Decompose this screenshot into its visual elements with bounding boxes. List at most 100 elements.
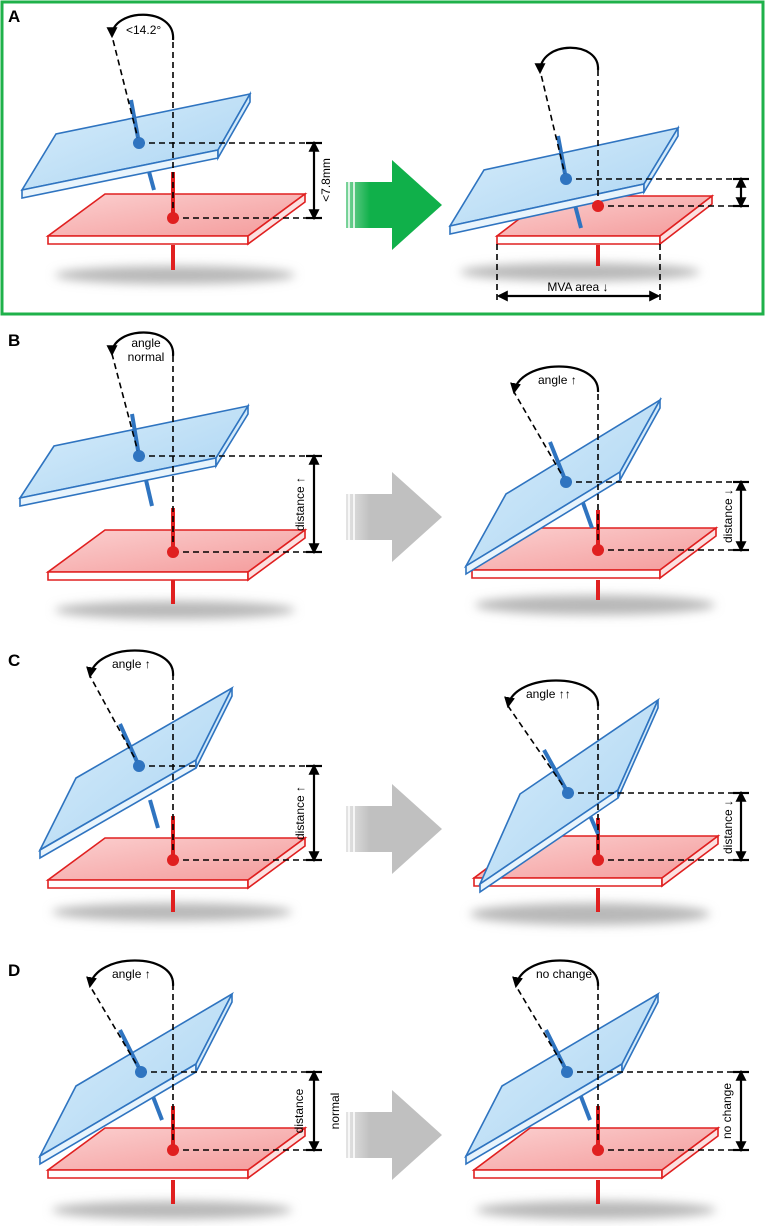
red-center-dot (167, 854, 179, 866)
blue-axis (544, 1029, 569, 1073)
shadow (470, 903, 710, 925)
panel-d-before: angle ↑ distance normal (38, 959, 342, 1219)
blue-axis (573, 204, 583, 229)
blue-center-dot (561, 1066, 573, 1078)
blue-plate-edge-side (619, 396, 661, 484)
distance-label: distance ↑ (293, 477, 307, 531)
panel-letter: A (8, 7, 20, 26)
mva-area-label: MVA area ↓ (547, 280, 608, 294)
red-plate-edge-side (659, 526, 717, 580)
blue-axis (578, 1093, 592, 1121)
shadow (475, 595, 715, 615)
red-center-dot (167, 546, 179, 558)
shadow (55, 266, 295, 284)
panel-a-before: <14.2° <7.8mm (20, 13, 333, 284)
blue-axis (542, 749, 570, 794)
blue-plate-edge-side (617, 699, 659, 799)
blue-axis (580, 499, 594, 529)
blue-center-dot (562, 787, 574, 799)
blue-center-dot (135, 1066, 147, 1078)
blue-plate-edge-side (643, 125, 679, 195)
panel-a-after: MVA area ↓ (448, 46, 749, 302)
blue-plate-edge-side (195, 993, 233, 1073)
distance-label: distance ↓ (721, 489, 735, 543)
red-plate-edge-side (247, 836, 306, 890)
angle-label-line1: angle (131, 336, 161, 350)
blue-axis (556, 135, 568, 180)
red-plate-edge-side (659, 194, 713, 246)
angle-arc (106, 13, 175, 41)
angle-arc (512, 959, 600, 989)
panel-letter: D (8, 961, 20, 980)
red-plate-edge (496, 235, 661, 245)
blue-center-dot (133, 450, 145, 462)
blue-center-dot (133, 760, 145, 772)
angle-label: angle ↑ (538, 373, 577, 387)
red-plate-edge-side (661, 834, 719, 888)
distance-label-line1: distance (292, 1088, 306, 1133)
angle-arc (106, 331, 175, 357)
panel-letter: B (8, 331, 20, 350)
transition-arrow (346, 784, 442, 874)
shadow (52, 1201, 292, 1219)
blue-axis (118, 723, 141, 767)
angle-label: <14.2° (126, 23, 161, 37)
blue-axis (129, 99, 141, 144)
red-plate-edge-side (661, 1126, 719, 1180)
angle-label: no change (536, 967, 592, 981)
transition-arrow (346, 1090, 442, 1180)
panel-c-before: angle ↑ distance ↑ (38, 649, 322, 921)
panel-a-border (0, 0, 765, 316)
transition-arrow (346, 472, 442, 562)
panel-b-after: angle ↑ distance ↓ (463, 365, 749, 615)
blue-plate-edge-side (215, 403, 249, 469)
angle-arc (510, 365, 600, 395)
blue-plate-edge-side (195, 687, 233, 769)
shadow (460, 263, 700, 281)
blue-center-dot (560, 173, 572, 185)
red-center-dot (592, 854, 604, 866)
red-center-dot (592, 1144, 604, 1156)
angle-arc (86, 959, 175, 989)
distance-label: <7.8mm (319, 158, 333, 202)
angle-arc (534, 46, 600, 75)
angle-arc (504, 679, 600, 709)
red-plate-edge (473, 1169, 663, 1179)
blue-axis (548, 441, 568, 483)
red-plate-edge (47, 571, 249, 581)
angle-arc (86, 649, 175, 679)
blue-center-dot (133, 137, 145, 149)
panel-letter: C (8, 651, 20, 670)
angle-label: angle ↑ (112, 657, 151, 671)
blue-axis (150, 1093, 164, 1121)
distance-label-line2: normal (328, 1093, 342, 1130)
blue-axis (148, 799, 160, 829)
red-plate-edge (47, 235, 249, 245)
red-plate-edge (47, 1169, 249, 1179)
red-plate-edge (473, 877, 663, 887)
blue-plate-edge-side (217, 90, 251, 162)
distance-label: no change (720, 1083, 734, 1139)
red-center-dot (592, 200, 604, 212)
panel-b-before: angle normal distance ↑ (18, 331, 322, 619)
red-center-dot (167, 1144, 179, 1156)
red-plate-edge-side (247, 192, 306, 246)
blue-plate-edge-side (621, 993, 659, 1073)
red-plate-edge (47, 879, 249, 889)
transition-arrow (346, 160, 442, 250)
blue-axis (144, 479, 154, 507)
shadow (55, 601, 295, 619)
angle-label-line2: normal (128, 350, 165, 364)
panel-d-after: no change no change (464, 959, 749, 1219)
shadow (476, 1201, 716, 1219)
distance-label: distance ↓ (721, 800, 735, 854)
blue-axis (130, 413, 141, 457)
red-center-dot (167, 212, 179, 224)
angle-label: angle ↑ (112, 967, 151, 981)
panel-c-after: angle ↑↑ distance ↓ (470, 679, 749, 925)
red-plate-edge (471, 569, 661, 579)
angle-label: angle ↑↑ (526, 687, 571, 701)
blue-center-dot (560, 476, 572, 488)
red-center-dot (592, 544, 604, 556)
